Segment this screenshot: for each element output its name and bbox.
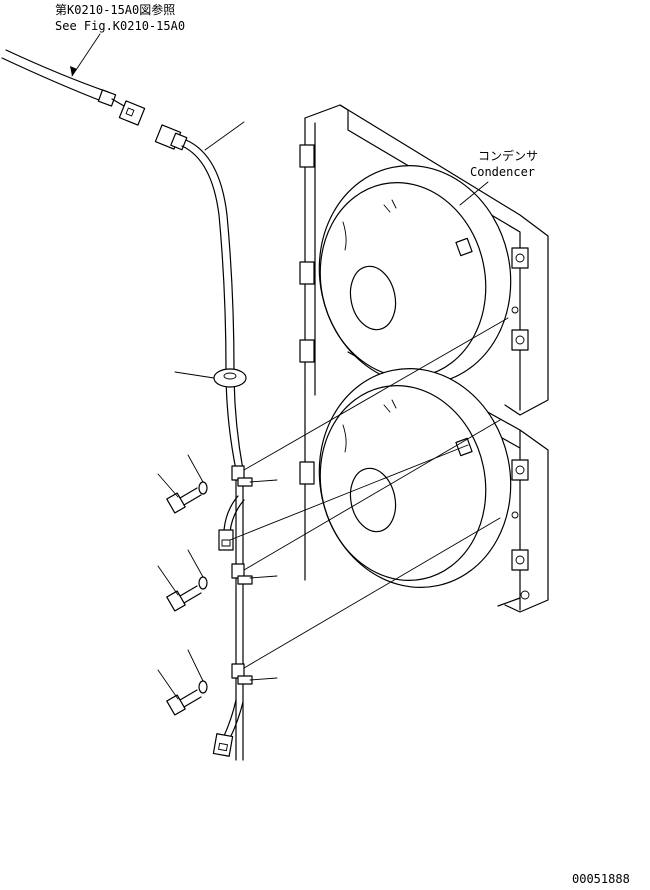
bolt-2-leader [157, 565, 179, 596]
grommet-leader-line [174, 371, 215, 379]
incoming-harness [1, 49, 146, 126]
fan-harness [181, 139, 244, 761]
washer-2 [198, 576, 208, 590]
clip-1 [231, 465, 253, 487]
bolt-1 [166, 487, 202, 514]
condenser-label-jp: コンデンサ [478, 148, 538, 163]
condenser-label-en: Condencer [470, 165, 535, 179]
clip-2 [231, 563, 253, 585]
reference-arrowhead [70, 66, 77, 76]
reference-label-en: See Fig.K0210-15A0 [55, 19, 185, 33]
branch-lead-1 [218, 495, 245, 551]
bolt-3-leader [157, 669, 179, 700]
washer-3-leader [187, 649, 204, 682]
fan-shroud-lower [318, 368, 512, 588]
condenser-leader-line [459, 181, 489, 206]
phantom-line-1 [243, 317, 509, 471]
branch-connector-2 [212, 733, 234, 757]
grommet [213, 368, 247, 388]
reference-label-jp: 第K0210-15A0図参照 [55, 2, 175, 17]
fan-hub-upper [349, 265, 397, 331]
bolt-3 [166, 689, 202, 716]
phantom-line-4 [229, 444, 469, 541]
washer-1-leader [187, 454, 204, 483]
fan-shroud-upper [318, 165, 512, 385]
branch-lead-2 [212, 699, 244, 757]
connector-female [154, 124, 188, 151]
bolt-1-leader [157, 473, 179, 498]
phantom-line-3 [243, 517, 501, 669]
washer-2-leader [187, 549, 204, 578]
washer-1 [198, 481, 208, 495]
fan-hub-lower [349, 467, 397, 533]
clip-3-leader [249, 677, 278, 681]
clip-1-leader [249, 479, 278, 483]
phantom-line-2 [243, 419, 501, 571]
clip-3 [231, 663, 253, 685]
clip-2-leader [249, 575, 278, 579]
bolt-2 [166, 585, 202, 612]
harness-leader-line [204, 121, 245, 151]
drawing-number: 00051888 [572, 872, 630, 886]
washer-3 [198, 680, 208, 694]
connector-male [118, 100, 146, 126]
